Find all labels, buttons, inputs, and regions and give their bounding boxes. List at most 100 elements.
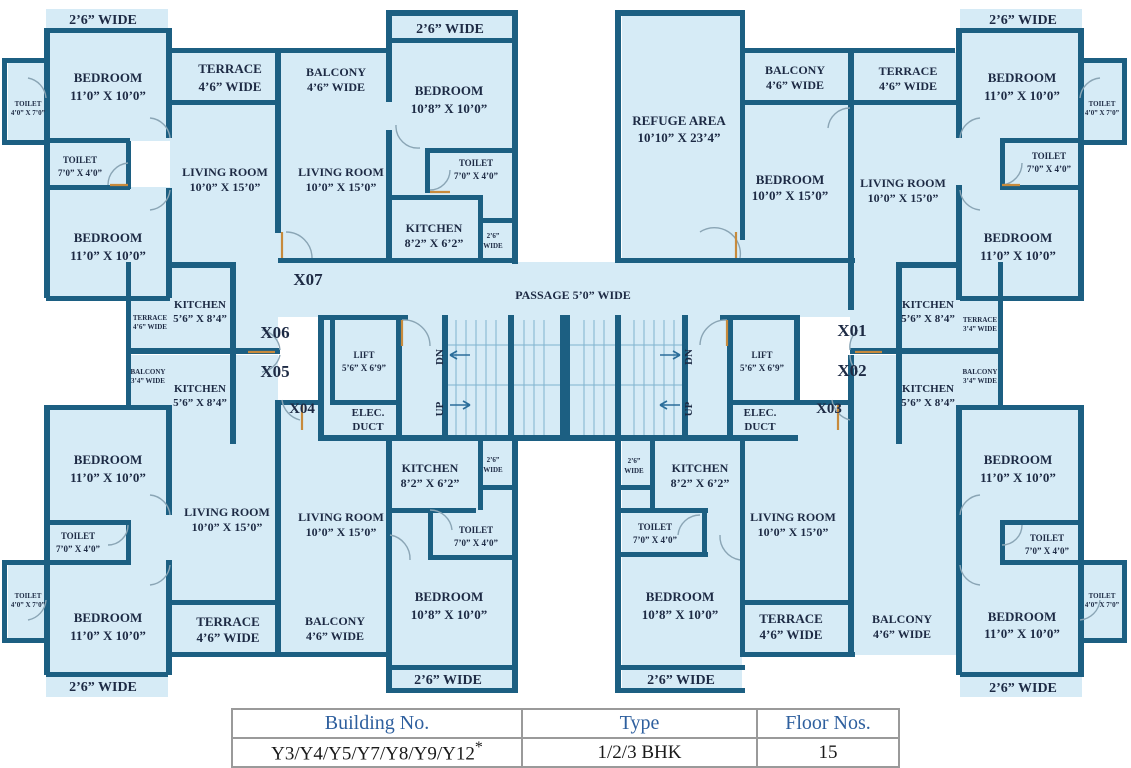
room-name: KITCHEN [406, 221, 463, 235]
room-size: 10’0” X 15’0” [192, 520, 263, 534]
room-size: WIDE [483, 466, 503, 474]
room-name: BEDROOM [984, 452, 1053, 467]
room-size: 4’6” WIDE [133, 323, 167, 331]
room-name: BEDROOM [74, 452, 143, 467]
room-size: 4’0” X 7’0” [11, 601, 46, 609]
flat-code: X02 [837, 361, 866, 380]
flat-code: X01 [837, 321, 866, 340]
room-name: KITCHEN [902, 383, 954, 395]
room-name: TOILET [638, 522, 672, 532]
room-size: 4’6” WIDE [199, 79, 262, 94]
room-name: 2’6” [487, 232, 500, 240]
building-info-table: Building No. Type Floor Nos. Y3/Y4/Y5/Y7… [231, 708, 900, 768]
room-size: 3’4” WIDE [131, 377, 165, 385]
room-name: ELEC. [352, 407, 385, 419]
room-size: DUCT [352, 421, 384, 433]
room-name: LIVING ROOM [298, 165, 384, 179]
room-size: 11’0” X 10’0” [70, 248, 146, 263]
room-size: 5’6” X 8’4” [901, 313, 955, 325]
room-name: TERRACE [196, 614, 260, 629]
door-swings [27, 77, 1101, 621]
room-name: KITCHEN [902, 299, 954, 311]
room-size: WIDE [483, 242, 503, 250]
room-name: TERRACE [198, 61, 262, 76]
room-size: 10’0” X 15’0” [868, 191, 939, 205]
room-size: 4’6” WIDE [760, 627, 823, 642]
room-size: 7’0” X 4’0” [454, 171, 498, 181]
stair-dn-label: DN [683, 349, 695, 365]
room-name: LIFT [353, 350, 374, 360]
room-name: ELEC. [744, 407, 777, 419]
room-name: BEDROOM [646, 589, 715, 604]
room-name: TOILET [61, 531, 95, 541]
room-labels: 2’6” WIDE 2’6” WIDE 2’6” WIDE 2’6” WIDE … [11, 13, 1120, 696]
footnote-mark: * [474, 739, 483, 757]
room-name: TOILET [1089, 100, 1116, 108]
door-leaves [110, 183, 1020, 430]
room-name: BALCONY [765, 63, 825, 77]
room-name: BEDROOM [984, 230, 1053, 245]
stair-arrows [449, 350, 681, 410]
room-size: 7’0” X 4’0” [58, 168, 102, 178]
wide-label: 2’6” WIDE [989, 13, 1057, 28]
room-name: TERRACE [879, 64, 938, 78]
room-name: BEDROOM [415, 589, 484, 604]
room-size: 7’0” X 4’0” [454, 538, 498, 548]
room-size: 11’0” X 10’0” [70, 470, 146, 485]
room-name: BALCONY [962, 368, 997, 376]
floor-plan: 2’6” WIDE 2’6” WIDE 2’6” WIDE 2’6” WIDE … [2, 9, 1127, 697]
room-name: TOILET [1089, 592, 1116, 600]
stair-up-label: UP [434, 401, 446, 416]
room-size: 10’0” X 15’0” [306, 180, 377, 194]
room-name: KITCHEN [174, 299, 226, 311]
room-size: 4’6” WIDE [873, 627, 931, 641]
room-size: 7’0” X 4’0” [633, 535, 677, 545]
room-name: TERRACE [133, 314, 168, 322]
room-size: 11’0” X 10’0” [980, 470, 1056, 485]
wide-label: 2’6” WIDE [989, 681, 1057, 696]
room-name: BEDROOM [74, 70, 143, 85]
room-name: BEDROOM [756, 172, 825, 187]
room-name: LIVING ROOM [298, 510, 384, 524]
room-size: 10’10” X 23’4” [637, 130, 720, 145]
room-size: 11’0” X 10’0” [70, 628, 146, 643]
floor-nos-cell: 15 [756, 737, 900, 768]
room-name: LIVING ROOM [750, 510, 836, 524]
room-name: BEDROOM [74, 610, 143, 625]
room-size: 10’0” X 15’0” [758, 525, 829, 539]
room-size: 4’6” WIDE [197, 630, 260, 645]
room-name: BEDROOM [74, 230, 143, 245]
room-size: 11’0” X 10’0” [70, 88, 146, 103]
room-name: BALCONY [306, 65, 366, 79]
room-name: TOILET [459, 158, 493, 168]
passage-label: PASSAGE 5’0” WIDE [515, 288, 631, 302]
type-header: Type [521, 708, 758, 739]
room-size: 10’0” X 15’0” [190, 180, 261, 194]
room-name: BEDROOM [988, 70, 1057, 85]
stair-up-label: UP [683, 401, 695, 416]
room-name: LIFT [751, 350, 772, 360]
room-size: 11’0” X 10’0” [980, 248, 1056, 263]
room-name: BEDROOM [415, 83, 484, 98]
flat-code: X05 [260, 362, 289, 381]
room-name: KITCHEN [174, 383, 226, 395]
building-no-header: Building No. [231, 708, 523, 739]
room-size: 5’6” X 8’4” [901, 397, 955, 409]
room-name: REFUGE AREA [632, 113, 726, 128]
room-size: 4’6” WIDE [879, 79, 937, 93]
stair-treads [448, 320, 682, 435]
room-name: TERRACE [759, 611, 823, 626]
wide-label: 2’6” WIDE [416, 22, 484, 37]
flat-code: X04 [289, 401, 315, 417]
room-name: BALCONY [872, 612, 932, 626]
room-size: 5’6” X 6’9” [740, 363, 784, 373]
building-no-cell: Y3/Y4/Y5/Y7/Y8/Y9/Y12* [231, 737, 523, 768]
room-size: 8’2” X 6’2” [405, 236, 464, 250]
room-size: 5’6” X 8’4” [173, 397, 227, 409]
building-no-value: Y3/Y4/Y5/Y7/Y8/Y9/Y12 [271, 743, 475, 765]
walls [2, 10, 1127, 693]
room-size: 10’8” X 10’0” [411, 607, 488, 622]
room-size: 10’0” X 15’0” [752, 188, 829, 203]
wide-label: 2’6” WIDE [414, 673, 482, 688]
room-size: 4’6” WIDE [307, 80, 365, 94]
